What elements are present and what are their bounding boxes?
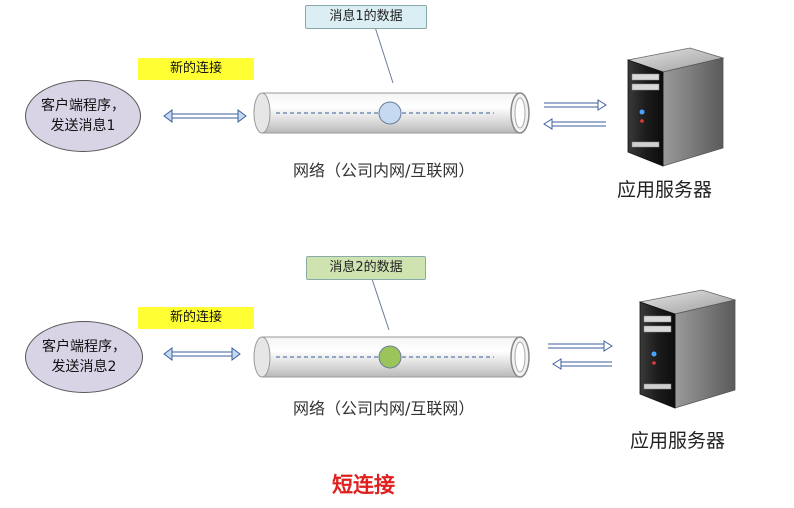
client-1-line1: 客户端程序， [41,98,125,114]
server-side-face [662,57,724,167]
client-arrow-right-head [231,347,241,361]
client-arrow-left-head [163,109,173,123]
server-arrow-head [552,358,562,370]
server-bottom-slot [643,383,672,390]
client-arrow-right-head [237,109,247,123]
pipe-opening [514,97,526,129]
new-connection-2-label: 新的连接 [138,307,254,329]
row-1-graphics [163,26,725,167]
pipe-left-cap [253,92,271,134]
server-icon [638,289,737,409]
client-2-line1: 客户端程序， [42,339,126,355]
callout-pointer [374,26,394,84]
pipe-opening [514,341,526,373]
callout-pointer [371,278,390,331]
server-side-face [674,299,736,409]
server-led-red [640,119,644,123]
message-1-callout: 消息1的数据 [305,5,427,29]
server-led-blue [639,109,645,115]
message-packet [378,101,402,125]
server-2-label: 应用服务器 [630,430,726,452]
server-1-label: 应用服务器 [617,179,713,201]
server-led-red [652,361,656,365]
row-2-graphics [163,278,737,409]
server-arrow-head [597,99,607,111]
server-drive-bay-2 [643,325,672,333]
message-2-label: 消息2的数据 [329,260,403,275]
message-packet [378,345,402,369]
client-1-line2: 发送消息1 [50,118,116,134]
message-1-label: 消息1的数据 [329,9,403,24]
server-drive-bay-1 [631,73,660,81]
new-connection-1-label: 新的连接 [138,58,254,80]
server-drive-bay-1 [643,315,672,323]
message-2-callout: 消息2的数据 [306,256,426,280]
client-1-ellipse: 客户端程序， 发送消息1 [25,80,141,152]
server-drive-bay-2 [631,83,660,91]
server-bottom-slot [631,141,660,148]
diagram-caption: 短连接 [332,473,395,497]
client-2-ellipse: 客户端程序， 发送消息2 [25,321,143,393]
network-1-label: 网络（公司内网/互联网） [293,161,475,180]
server-arrow-head [543,118,553,130]
client-arrow-left-head [163,347,173,361]
pipe-left-cap [253,336,271,378]
client-2-line2: 发送消息2 [51,359,117,375]
server-icon [626,47,725,167]
server-arrow-head [603,340,613,352]
server-led-blue [651,351,657,357]
network-2-label: 网络（公司内网/互联网） [293,399,475,418]
